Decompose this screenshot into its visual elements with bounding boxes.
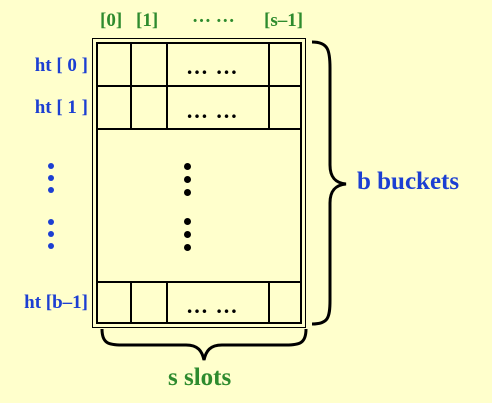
cell-ellipsis-row-0: … … bbox=[186, 54, 239, 79]
col-divider-bottom-3 bbox=[268, 281, 270, 324]
col-divider-bottom-1 bbox=[130, 281, 132, 324]
column-label-0: [0] bbox=[100, 10, 123, 31]
slots-brace bbox=[100, 328, 308, 361]
column-label-1: [1] bbox=[136, 10, 159, 31]
row-label-1: ht [ 1 ] bbox=[34, 97, 88, 118]
column-label-last: [s–1] bbox=[264, 10, 304, 31]
buckets-brace bbox=[311, 40, 347, 326]
slots-label: s slots bbox=[168, 364, 232, 391]
column-label-ellipsis: … … bbox=[192, 6, 235, 27]
buckets-label: b buckets bbox=[357, 168, 460, 195]
col-divider-top-1 bbox=[130, 42, 132, 128]
row-label-last: ht [b–1] bbox=[24, 292, 88, 313]
hash-table bbox=[96, 42, 302, 324]
col-divider-top-2 bbox=[166, 42, 168, 128]
cell-ellipsis-row-last: … … bbox=[186, 293, 239, 318]
row-divider-last bbox=[96, 281, 302, 283]
row-label-0: ht [ 0 ] bbox=[34, 55, 88, 76]
row-divider-0 bbox=[96, 85, 302, 87]
col-divider-bottom-2 bbox=[166, 281, 168, 324]
row-divider-1 bbox=[96, 128, 302, 130]
cell-ellipsis-row-1: … … bbox=[186, 98, 239, 123]
hash-table-outer-border bbox=[92, 38, 306, 328]
col-divider-top-3 bbox=[268, 42, 270, 128]
